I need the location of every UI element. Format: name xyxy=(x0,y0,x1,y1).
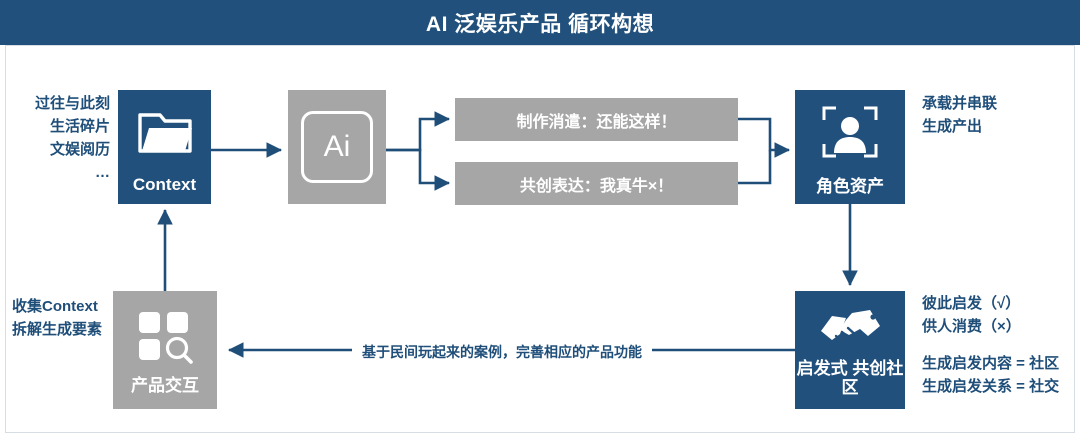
annotation-right-top: 承载并串联 生成产出 xyxy=(922,95,998,135)
message-bar-top[interactable]: 制作消遣：还能这样！ xyxy=(455,98,738,141)
annotation-right-bottom: 生成启发内容 = 社区 生成启发关系 = 社交 xyxy=(922,355,1060,395)
folder-icon xyxy=(118,102,211,164)
person-portrait-icon xyxy=(795,100,905,164)
page-title: AI 泛娱乐产品 循环构想 xyxy=(425,12,655,36)
annotation-left-top: 过往与此刻 生活碎片 文娱阅历 … xyxy=(34,95,110,181)
message-bar-bottom[interactable]: 共创表达：我真牛×！ xyxy=(455,162,738,205)
annotation-feedback-loop: 基于民间玩起来的案例，完善相应的产品功能 xyxy=(352,342,652,362)
node-product-interaction[interactable]: 产品交互 xyxy=(113,291,217,409)
node-context[interactable]: Context xyxy=(118,90,211,204)
title-bar: AI 泛娱乐产品 循环构想 xyxy=(0,0,1080,45)
annotation-left-bottom: 收集Context 拆解生成要素 xyxy=(12,298,103,338)
grid-search-icon xyxy=(113,305,217,367)
node-context-label: Context xyxy=(132,175,197,194)
handshake-icon xyxy=(795,301,905,359)
ai-badge-icon: Ai xyxy=(288,90,386,204)
node-role-asset[interactable]: 角色资产 xyxy=(795,90,905,204)
node-product-interaction-label: 产品交互 xyxy=(131,376,199,395)
node-community[interactable]: 启发式 共创社区 xyxy=(795,291,905,409)
annotation-right-mid: 彼此启发（√） 供人消费（×） xyxy=(922,295,1021,335)
message-bar-bottom-label: 共创表达：我真牛×！ xyxy=(519,177,674,195)
node-ai[interactable]: Ai xyxy=(288,90,386,204)
node-role-asset-label: 角色资产 xyxy=(816,177,884,196)
node-ai-label: Ai xyxy=(301,111,373,183)
node-community-label: 启发式 共创社区 xyxy=(796,359,904,397)
message-bar-top-label: 制作消遣：还能这样！ xyxy=(516,113,677,131)
